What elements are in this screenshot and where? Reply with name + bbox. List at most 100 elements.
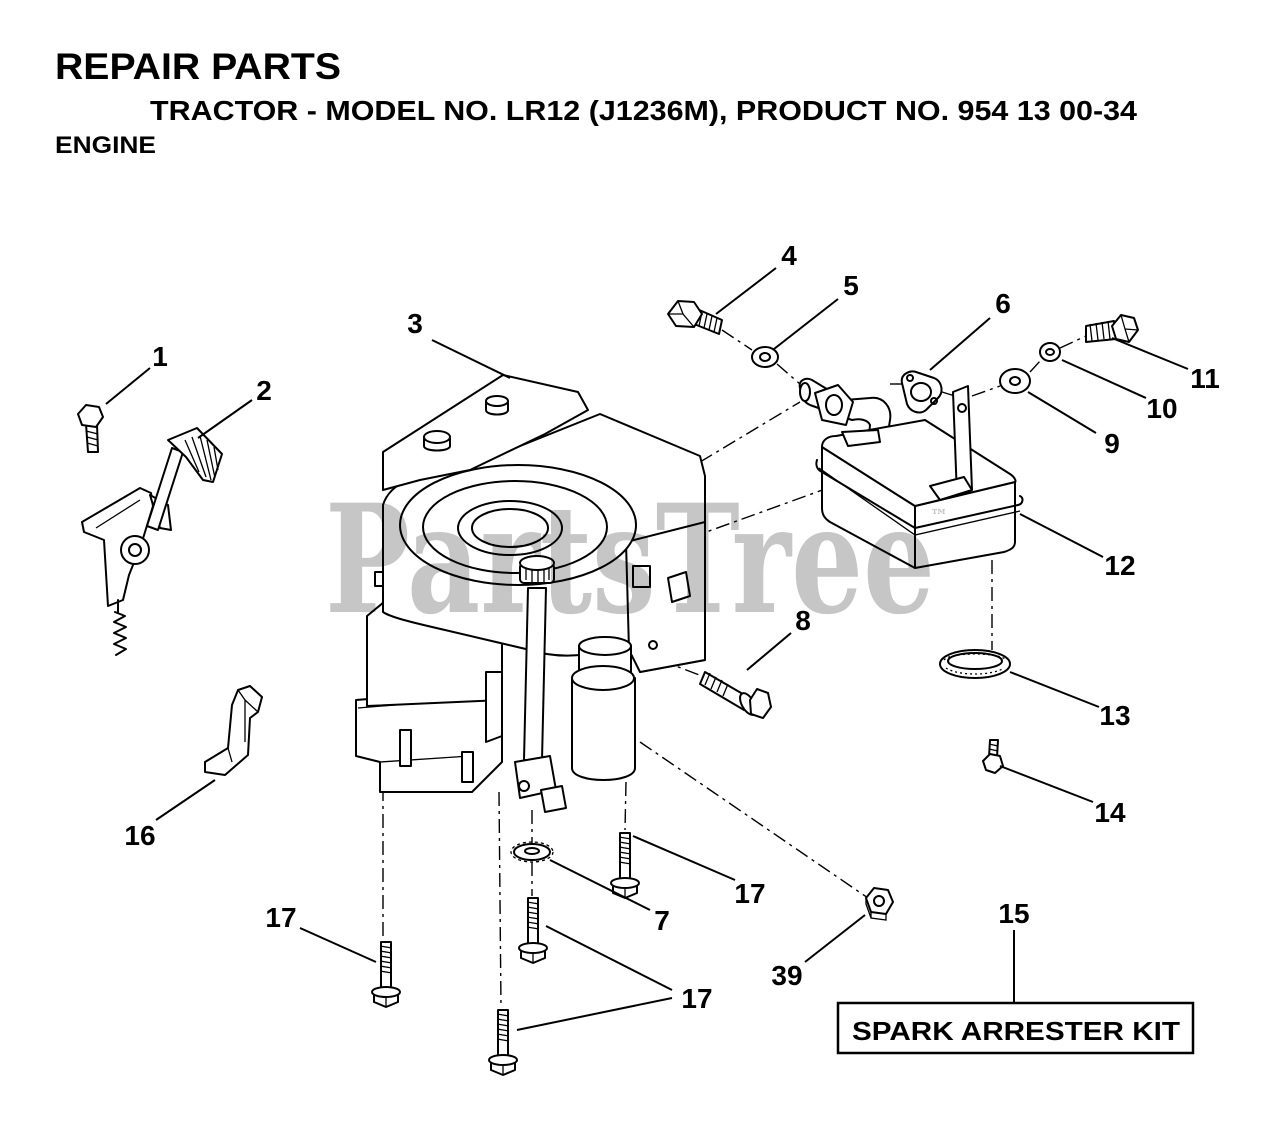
part-4-bolt xyxy=(667,300,723,335)
engine-oil-filter xyxy=(571,636,636,781)
part-1-bolt xyxy=(77,404,104,453)
leader-line-14 xyxy=(999,765,1094,803)
callout-15: 15 xyxy=(998,898,1029,929)
callout-12: 12 xyxy=(1104,550,1135,581)
engine-oil-fill-tube xyxy=(514,555,567,813)
part-engine xyxy=(355,374,706,813)
part-17-bolt xyxy=(488,1009,518,1076)
assembly-line xyxy=(1029,359,1042,373)
part-12-muffler xyxy=(815,385,1024,569)
muffler-left-face xyxy=(821,446,916,569)
callout-6: 6 xyxy=(995,288,1011,319)
callout-5: 5 xyxy=(843,270,859,301)
header: REPAIR PARTS TRACTOR - MODEL NO. LR12 (J… xyxy=(55,46,1137,159)
callout-3: 3 xyxy=(407,308,423,339)
engine-side-port xyxy=(667,571,691,603)
watermark-trademark: ™ xyxy=(930,506,948,527)
callout-13: 13 xyxy=(1099,700,1130,731)
assembly-line xyxy=(1059,335,1087,349)
assembly-line xyxy=(699,401,801,463)
leader-line-11 xyxy=(1111,337,1189,370)
callout-8: 8 xyxy=(795,605,811,636)
part-17-bolt xyxy=(610,832,640,899)
kit-box-label: SPARK ARRESTER KIT xyxy=(852,1016,1180,1046)
kit-box-frame xyxy=(836,1001,1195,1055)
engine-side-panel xyxy=(625,521,706,673)
muffler-bracket-foot xyxy=(929,476,973,501)
model-subtitle: TRACTOR - MODEL NO. LR12 (J1236M), PRODU… xyxy=(150,95,1137,126)
assembly-line xyxy=(639,741,869,899)
leader-line-13 xyxy=(1009,671,1100,708)
engine-fuel-tank xyxy=(382,374,589,491)
assembly-line xyxy=(624,781,627,831)
assembly-line xyxy=(498,791,502,1009)
leader-line-10 xyxy=(1061,359,1147,399)
part-6-gasket xyxy=(900,370,943,414)
part-39-nut xyxy=(865,887,894,921)
assembly-lines xyxy=(382,329,1087,1009)
callout-14: 14 xyxy=(1094,797,1126,828)
callout-7: 7 xyxy=(654,905,670,936)
callout-11: 11 xyxy=(1190,363,1220,394)
part-5-washer xyxy=(751,346,779,368)
callout-1: 1 xyxy=(152,341,168,372)
callout-9: 9 xyxy=(1104,428,1120,459)
spark-arrester-kit-box: SPARK ARRESTER KIT xyxy=(836,1001,1195,1055)
leader-line-9 xyxy=(1027,391,1097,434)
part-14-screw xyxy=(982,739,1004,774)
section-label: ENGINE xyxy=(55,132,156,159)
muffler-right-face xyxy=(914,481,1016,569)
throttle-pivot xyxy=(120,535,150,565)
leader-line-17 xyxy=(299,927,377,963)
part-7-lock-washer xyxy=(510,841,554,863)
part-8-bolt xyxy=(699,671,772,719)
engine-block-rib xyxy=(485,671,503,743)
callout-10: 10 xyxy=(1146,393,1177,424)
part-13-spark-arrester-screen xyxy=(939,649,1011,679)
leader-line-4 xyxy=(715,267,777,315)
leader-line-5 xyxy=(773,298,839,350)
page-title: REPAIR PARTS xyxy=(55,46,341,87)
throttle-spring xyxy=(113,599,127,656)
engine-boss xyxy=(461,751,474,783)
engine-boss xyxy=(399,729,412,767)
callout-2: 2 xyxy=(256,375,272,406)
callout-17: 17 xyxy=(734,878,765,909)
callout-17: 17 xyxy=(265,902,296,933)
leader-line-17 xyxy=(516,925,673,1031)
callouts: 1 2 3 4 5 6 7 8 9 10 11 12 13 14 15 16 1… xyxy=(124,240,1219,1014)
leader-line-16 xyxy=(155,779,216,821)
leader-line-8 xyxy=(746,632,792,671)
engine-side-port xyxy=(632,565,651,588)
engine-side-hole xyxy=(648,640,658,650)
fuel-cap xyxy=(423,430,451,452)
muffler-inlet xyxy=(841,429,881,447)
throttle-bracket xyxy=(81,487,154,607)
engine-flywheel-screen xyxy=(399,464,637,586)
watermark-brand: PartsTree xyxy=(325,472,935,648)
part-10-lock-washer xyxy=(1039,342,1061,362)
leader-line-17 xyxy=(632,835,736,881)
fuel-cap xyxy=(485,395,509,416)
assembly-line xyxy=(776,363,801,385)
leader-line-7 xyxy=(549,859,651,911)
leader-line-3 xyxy=(431,339,511,379)
callout-39: 39 xyxy=(771,960,802,991)
leader-line-1 xyxy=(105,367,151,405)
callout-17: 17 xyxy=(681,983,712,1014)
callout-16: 16 xyxy=(124,820,155,851)
assembly-line xyxy=(721,329,753,351)
leader-line-39 xyxy=(804,914,866,963)
leader-line-2 xyxy=(197,399,253,439)
assembly-line xyxy=(971,385,1001,397)
part-17-bolt xyxy=(371,941,401,1008)
watermark: PartsTree ™ xyxy=(325,472,948,648)
part-11-bolt xyxy=(1085,314,1139,343)
leader-lines xyxy=(105,267,1189,1031)
part-9-washer xyxy=(999,368,1031,394)
leader-line-6 xyxy=(929,317,991,371)
part-16-clip xyxy=(204,685,263,776)
part-2-throttle-control xyxy=(81,427,223,656)
leader-line-12 xyxy=(1019,513,1104,558)
